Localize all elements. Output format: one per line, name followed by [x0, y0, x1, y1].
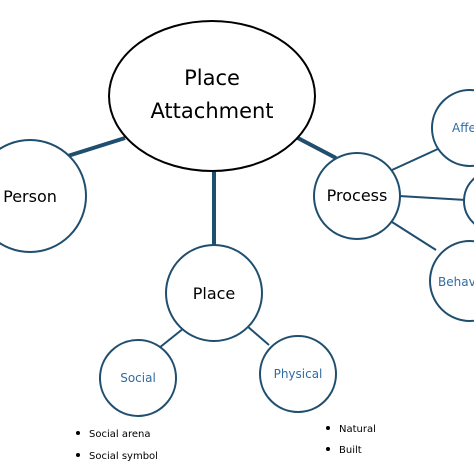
node-behavior: Behav	[429, 240, 474, 322]
bullet-dot	[326, 426, 330, 430]
bullet-dot	[76, 431, 80, 435]
connector-main-process	[293, 134, 337, 160]
main-label-line1: Place	[184, 66, 240, 90]
physical-bullet-2: Built	[339, 445, 362, 456]
node-physical: Physical	[259, 335, 337, 413]
node-process: Process	[313, 152, 401, 240]
behavior-label: Behav	[438, 275, 474, 289]
social-circle	[99, 339, 177, 417]
physical-label: Physical	[274, 367, 323, 381]
node-place-attachment: Place Attachment	[108, 20, 316, 172]
connector-place-physical	[246, 325, 270, 346]
process-label: Process	[327, 186, 388, 205]
connectors	[54, 134, 467, 349]
connector-place-social	[158, 327, 185, 349]
physical-circle	[259, 335, 337, 413]
place-circle	[165, 244, 263, 342]
process-circle	[313, 152, 401, 240]
person-label: Person	[3, 187, 57, 206]
social-bullet-2: Social symbol	[89, 451, 158, 462]
place-label: Place	[193, 284, 236, 303]
person-circle	[0, 139, 87, 253]
connector-process-affect	[391, 147, 441, 171]
connector-process-behavior	[391, 221, 437, 251]
affect-label: Affe	[452, 121, 474, 135]
bullet-dot	[76, 453, 80, 457]
bullet-dot	[326, 447, 330, 451]
affect-circle	[431, 89, 474, 167]
physical-bullet-list: Natural Built	[326, 424, 376, 456]
social-bullet-1: Social arena	[89, 429, 150, 440]
node-affect: Affe	[431, 89, 474, 167]
node-social: Social	[99, 339, 177, 417]
cognition-circle	[463, 177, 474, 225]
main-label-line2: Attachment	[150, 99, 273, 123]
physical-bullet-1: Natural	[339, 424, 376, 435]
node-cognition	[463, 177, 474, 225]
connector-process-right	[398, 195, 467, 201]
behavior-circle	[429, 240, 474, 322]
main-ellipse	[108, 20, 316, 172]
social-bullet-list: Social arena Social symbol	[76, 429, 158, 462]
node-person: Person	[0, 139, 87, 253]
node-place: Place	[165, 244, 263, 342]
social-label: Social	[120, 371, 156, 385]
